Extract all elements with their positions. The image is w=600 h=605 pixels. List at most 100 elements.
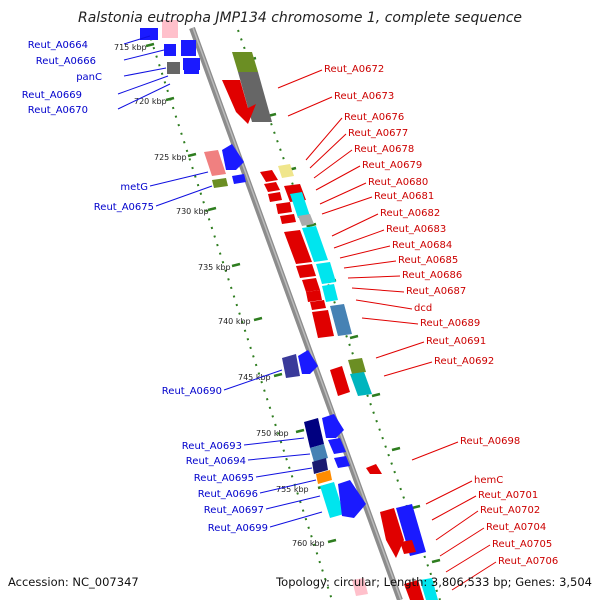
leader-line (243, 437, 305, 446)
leader-line (383, 361, 433, 377)
gene-label: Reut_A0702 (480, 505, 540, 516)
inner-tick-mark (431, 558, 441, 564)
gene-label: Reut_A0692 (434, 356, 494, 367)
leader-line (331, 213, 379, 237)
gene-box (310, 444, 328, 462)
gene-box (268, 192, 282, 202)
gene-label: Reut_A0693 (182, 441, 242, 452)
gene-box (276, 202, 292, 214)
gene-box (278, 164, 294, 178)
gene-label: Reut_A0684 (392, 240, 452, 251)
leader-line (117, 83, 171, 110)
gene-label: Reut_A0682 (380, 208, 440, 219)
gene-label: Reut_A0698 (460, 436, 520, 447)
inner-tick-mark (371, 392, 381, 398)
leader-line (123, 35, 151, 45)
gene-label: Reut_A0690 (162, 386, 222, 397)
tick-mark (207, 206, 217, 212)
outer-ring (147, 29, 333, 600)
gene-box (366, 464, 382, 474)
tick-mark (253, 316, 263, 322)
gene-label: Reut_A0675 (94, 202, 154, 213)
gene-box (282, 354, 300, 378)
gene-box (400, 540, 416, 554)
gene-box (181, 40, 196, 56)
gene-box (264, 182, 280, 192)
gene-box (298, 214, 314, 226)
gene-label: Reut_A0669 (22, 90, 82, 101)
gene-label: Reut_A0687 (406, 286, 466, 297)
gene-label: Reut_A0705 (492, 539, 552, 550)
gene-box (380, 508, 404, 558)
gene-box (260, 170, 278, 182)
gene-label: Reut_A0681 (374, 191, 434, 202)
gene-label: Reut_A0672 (324, 64, 384, 75)
leader-line (347, 275, 401, 279)
leader-line (355, 299, 413, 310)
leader-line (451, 561, 497, 591)
leader-line (309, 133, 347, 169)
tick-mark (145, 42, 155, 48)
gene-label: metG (120, 182, 148, 193)
leader-line (287, 96, 333, 117)
leader-line (305, 117, 343, 161)
gene-label: Reut_A0696 (198, 489, 258, 500)
tick-mark (165, 96, 175, 102)
gene-label: Reut_A0695 (194, 473, 254, 484)
gene-label: Reut_A0664 (28, 40, 88, 51)
gene-box (304, 418, 324, 448)
leader-line (123, 67, 167, 77)
topology-text: Topology: circular; Length: 3,806,533 bp… (275, 575, 592, 589)
gene-box (338, 480, 366, 518)
gene-box (232, 174, 246, 184)
gene-label: Reut_A0697 (204, 505, 264, 516)
gene-label: Reut_A0670 (28, 105, 88, 116)
gene-box (396, 504, 426, 556)
gene-box (162, 20, 178, 38)
leader-line (265, 495, 321, 510)
tick-label: 715 kbp (114, 43, 147, 52)
gene-box (320, 482, 344, 518)
gene-box (204, 150, 226, 176)
gene-label: Reut_A0699 (208, 523, 268, 534)
leader-line (321, 196, 373, 215)
tick-label: 760 kbp (292, 539, 325, 548)
leader-line (155, 185, 213, 207)
gene-box (298, 350, 318, 374)
leader-line (255, 467, 313, 478)
leader-line (247, 453, 311, 461)
gene-label: Reut_A0706 (498, 556, 558, 567)
inner-tick-mark (411, 504, 421, 510)
leader-line (343, 260, 397, 269)
gene-box (238, 72, 272, 122)
gene-box (284, 230, 312, 264)
gene-box (302, 226, 328, 262)
gene-label: Reut_A0677 (348, 128, 408, 139)
gene-label: Reut_A0666 (36, 56, 96, 67)
leader-line (313, 149, 353, 179)
gene-box (306, 290, 322, 302)
leader-line (411, 441, 459, 461)
leader-line (439, 527, 485, 557)
leader-line (319, 182, 367, 205)
leader-line (277, 69, 323, 89)
gene-box (140, 28, 158, 40)
tick-mark (231, 262, 241, 268)
gene-box (232, 52, 258, 72)
gene-box (316, 262, 336, 284)
tick-mark (327, 538, 337, 544)
gene-label: Reut_A0676 (344, 112, 404, 123)
gene-label: Reut_A0691 (426, 336, 486, 347)
leader-line (435, 510, 479, 541)
gene-box (310, 300, 326, 310)
accession-text: Accession: NC_007347 (8, 575, 139, 589)
leader-line (351, 287, 405, 293)
map-title: Ralstonia eutropha JMP134 chromosome 1, … (78, 10, 522, 26)
gene-box (296, 264, 316, 278)
gene-box (348, 358, 366, 374)
gene-box (328, 438, 346, 454)
gene-label: Reut_A0694 (186, 456, 246, 467)
leader-line (445, 544, 491, 573)
gene-box (167, 62, 180, 74)
gene-label: Reut_A0678 (354, 144, 414, 155)
